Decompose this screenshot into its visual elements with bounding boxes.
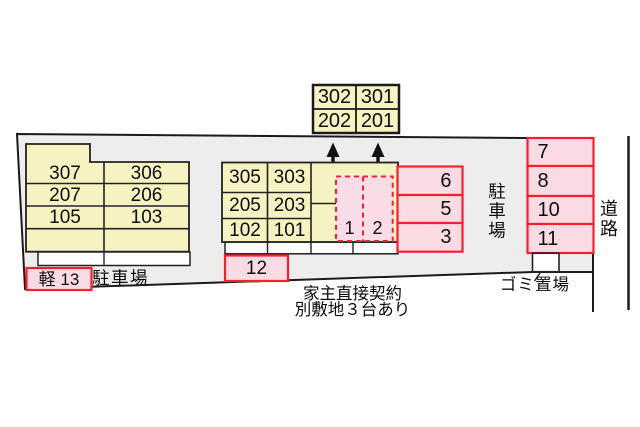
road-label: 道路 [598, 199, 618, 239]
room-105-label: 105 [49, 207, 81, 228]
parking-spot-6-cell [396, 165, 464, 197]
parking-spot-12-label: 12 [245, 257, 268, 279]
parking-spot-8-label: 8 [537, 170, 549, 192]
room-202-label: 202 [317, 110, 352, 132]
parking-spot-10-cell [526, 194, 595, 226]
dashed-parking-area [335, 175, 394, 242]
garbage-leader-line [533, 271, 542, 282]
room-302-label: 302 [317, 86, 352, 108]
room-101-label: 101 [273, 219, 306, 241]
parking-spot-7-cell [526, 136, 595, 168]
room-207-label: 207 [49, 184, 81, 206]
parking-spot-3-label: 3 [440, 226, 452, 249]
parking-spot-12-cell [223, 254, 290, 283]
parking-lot-label-right: 駐車場 [486, 182, 507, 241]
garbage-area-label: ゴミ置場 [500, 275, 570, 294]
parking-spot-2-label: 2 [372, 218, 383, 238]
room-203-label: 203 [273, 195, 306, 216]
room-306-label: 306 [130, 162, 163, 184]
room-102-label: 102 [229, 219, 261, 241]
parking-spot-7-label: 7 [537, 141, 549, 163]
parking-spot-5-label: 5 [440, 198, 452, 220]
room-201-label: 201 [360, 110, 395, 132]
room-206-label: 206 [130, 184, 163, 206]
left-building-walkway [37, 251, 191, 267]
garbage-box [531, 252, 560, 273]
parking-spot-11-cell [526, 222, 595, 255]
contract-note-line2: 別敷地３台あり [294, 301, 411, 319]
left-building-outline [25, 143, 190, 253]
parking-spot-8-cell [526, 164, 595, 198]
room-301-label: 301 [360, 86, 395, 108]
parking-spot-kei13-label: 軽 13 [38, 269, 80, 289]
parking-spot-10-label: 10 [537, 199, 560, 221]
parking-lot-label-left: 駐車場 [92, 268, 149, 289]
room-305-label: 305 [229, 166, 261, 188]
parking-spot-11-label: 11 [537, 227, 559, 250]
room-205-label: 205 [229, 195, 261, 216]
room-307-label: 307 [49, 162, 81, 184]
parking-spot-3-cell [396, 221, 464, 253]
room-303-label: 303 [273, 166, 306, 188]
contract-note: 家主直接契約 別敷地３台あり [255, 285, 450, 319]
parking-spot-kei13-cell [25, 266, 93, 292]
parking-spot-6-label: 6 [440, 169, 452, 192]
parking-spot-1-label: 1 [344, 218, 355, 238]
room-103-label: 103 [130, 207, 163, 228]
contract-note-line1: 家主直接契約 [303, 285, 402, 303]
